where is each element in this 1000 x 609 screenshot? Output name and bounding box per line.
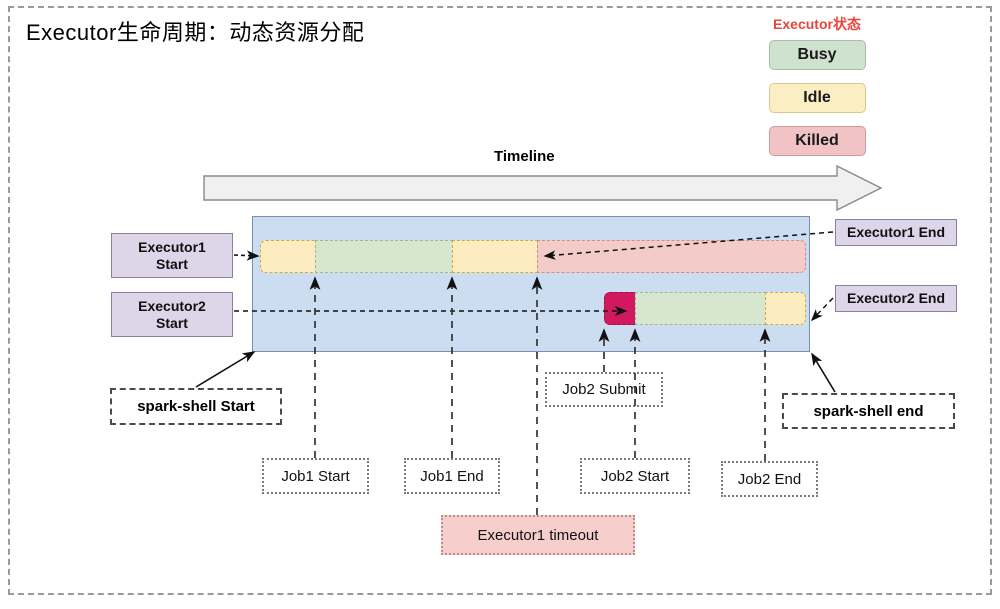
executor2-start-label-line1: Executor2 [138, 297, 206, 314]
connector-spark-shell-end [811, 352, 836, 393]
executor1-start-label-line1: Executor1 [138, 238, 206, 255]
executor1-timeout-label: Executor1 timeout [441, 515, 635, 555]
executor1-segment-killed [537, 240, 806, 273]
legend-item-killed: Killed [768, 126, 866, 156]
executor1-start-label-line2: Start [156, 255, 188, 272]
spark-shell-end-label: spark-shell end [782, 393, 955, 429]
executor2-segment-busy [635, 292, 766, 325]
job2-start-label: Job2 Start [580, 458, 690, 494]
connector-spark-shell-start [195, 351, 256, 388]
executor2-segment-killed-marker [604, 292, 636, 325]
job1-start-label: Job1 Start [262, 458, 369, 494]
executor2-start-label: Executor2 Start [111, 292, 233, 337]
spark-shell-start-label: spark-shell Start [110, 388, 282, 425]
legend: Executor状态 Busy Idle Killed [757, 14, 877, 169]
timeline-arrow-icon [203, 165, 883, 212]
connector-executor2-end [810, 297, 834, 322]
legend-item-busy: Busy [768, 40, 866, 70]
executor1-start-label: Executor1 Start [111, 233, 233, 278]
executor1-segment-idle-1 [260, 240, 316, 273]
spark-shell-session-panel [252, 216, 810, 352]
page-title: Executor生命周期：动态资源分配 [26, 20, 365, 45]
executor2-segment-idle [765, 292, 806, 325]
executor2-start-label-line2: Start [156, 314, 188, 331]
job1-end-label: Job1 End [404, 458, 500, 494]
executor1-segment-idle-2 [452, 240, 538, 273]
executor2-end-label: Executor2 End [835, 285, 957, 312]
executor1-end-label: Executor1 End [835, 219, 957, 246]
job2-submit-label: Job2 Submit [545, 372, 663, 407]
timeline-label: Timeline [494, 148, 555, 165]
job2-end-label: Job2 End [721, 461, 818, 497]
legend-item-idle: Idle [768, 83, 866, 113]
legend-title: Executor状态 [773, 16, 861, 32]
executor1-segment-busy [315, 240, 453, 273]
